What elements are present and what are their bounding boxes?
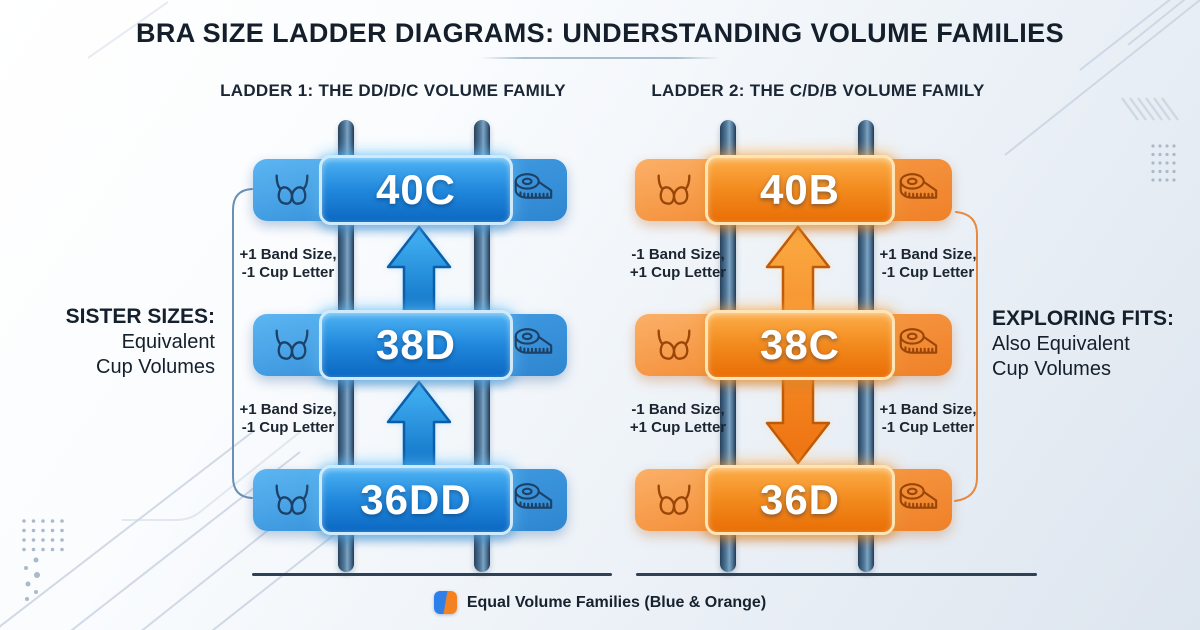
- up-arrow-2: [386, 380, 452, 472]
- exploring-fits-note: EXPLORING FITS: Also Equivalent Cup Volu…: [992, 307, 1175, 380]
- ladder2-left-step-label-2: -1 Band Size, +1 Cup Letter: [629, 401, 727, 436]
- size-badge: 36DD: [319, 465, 513, 535]
- legend-color-swatch-icon: [433, 591, 457, 614]
- legend: Equal Volume Families (Blue & Orange): [0, 591, 1200, 614]
- legend-label: Equal Volume Families (Blue & Orange): [466, 593, 767, 611]
- ladder1-step-label-1: +1 Band Size, -1 Cup Letter: [239, 246, 337, 281]
- tape-measure-icon: [894, 167, 940, 213]
- size-badge: 36D: [705, 465, 895, 535]
- sister-sizes-bracket: [232, 188, 253, 499]
- ladder2-rung-middle: 38C: [635, 310, 952, 380]
- size-badge: 38D: [319, 310, 513, 380]
- tape-measure-icon: [894, 477, 940, 523]
- tape-measure-icon: [894, 322, 940, 368]
- tape-measure-icon: [509, 322, 555, 368]
- ladder1-baseline: [252, 573, 612, 576]
- ladder1-rung-bottom: 36DD: [253, 465, 567, 535]
- bra-icon: [269, 322, 315, 368]
- title-underline: [480, 57, 720, 59]
- ladder2-right-step-label-1: +1 Band Size, -1 Cup Letter: [879, 246, 977, 281]
- tape-measure-icon: [509, 477, 555, 523]
- size-label: 36D: [759, 476, 841, 523]
- sister-sizes-note: SISTER SIZES: Equivalent Cup Volumes: [65, 305, 215, 378]
- bra-icon: [651, 322, 697, 368]
- size-label: 40C: [375, 166, 457, 213]
- bra-icon: [651, 477, 697, 523]
- tape-measure-icon: [509, 167, 555, 213]
- size-label: 38D: [375, 321, 457, 368]
- size-badge: 40C: [319, 155, 513, 225]
- ladder1-rung-top: 40C: [253, 155, 567, 225]
- up-arrow-1: [386, 225, 452, 318]
- ladder1-rung-middle: 38D: [253, 310, 567, 380]
- ladder1-step-label-2: +1 Band Size, -1 Cup Letter: [239, 401, 337, 436]
- size-label: 40B: [759, 166, 841, 213]
- size-label: 38C: [759, 321, 841, 368]
- ladder2-subtitle: LADDER 2: THE C/D/B VOLUME FAMILY: [651, 81, 985, 100]
- ladder2-baseline: [636, 573, 1037, 576]
- size-badge: 40B: [705, 155, 895, 225]
- ladder1-subtitle: LADDER 1: THE DD/D/C VOLUME FAMILY: [220, 81, 566, 100]
- size-label: 36DD: [360, 476, 472, 523]
- page-title: BRA SIZE LADDER DIAGRAMS: UNDERSTANDING …: [135, 18, 1064, 48]
- bra-icon: [269, 477, 315, 523]
- ladder2-rung-bottom: 36D: [635, 465, 952, 535]
- ladder2-left-step-label-1: -1 Band Size, +1 Cup Letter: [629, 246, 727, 281]
- size-badge: 38C: [705, 310, 895, 380]
- bra-icon: [269, 167, 315, 213]
- ladder2-right-step-label-2: +1 Band Size, -1 Cup Letter: [879, 401, 977, 436]
- ladder2-rung-top: 40B: [635, 155, 952, 225]
- bra-icon: [651, 167, 697, 213]
